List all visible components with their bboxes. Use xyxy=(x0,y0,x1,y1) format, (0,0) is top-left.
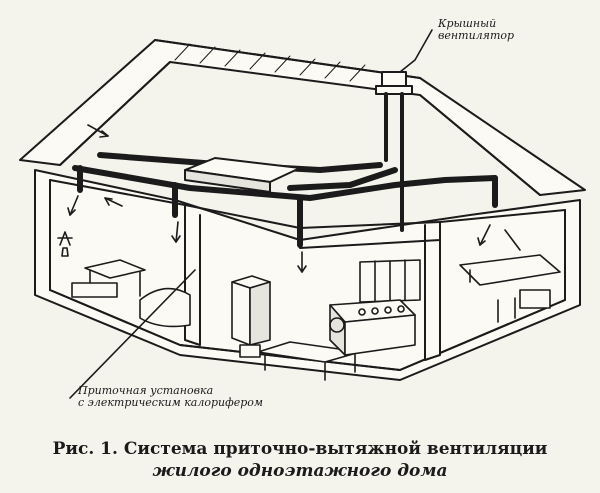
label-leaders xyxy=(69,29,433,399)
right-room-furniture xyxy=(459,254,561,323)
middle-room-furniture xyxy=(231,259,421,381)
airflow-arrows xyxy=(67,124,521,273)
roof xyxy=(19,39,586,196)
roof-fan-label-line-2: вентилятор xyxy=(438,29,515,42)
house-walls xyxy=(34,169,581,381)
house-ventilation-drawing xyxy=(19,29,586,399)
figure-caption-line-1: Рис. 1. Система приточно-вытяжной вентил… xyxy=(52,439,548,459)
supply-unit-label-line-2: с электрическим калорифером xyxy=(78,396,264,409)
figure-caption-line-2: жилого одноэтажного дома xyxy=(152,461,448,481)
left-room-furniture xyxy=(57,231,191,328)
roof-fan-label-line-1: Крышный xyxy=(438,17,497,30)
roof-fan xyxy=(375,71,413,232)
roof-fan-label: Крышный вентилятор xyxy=(438,18,530,42)
supply-unit xyxy=(184,157,301,193)
supply-unit-label-line-1: Приточная установка xyxy=(78,384,214,397)
supply-unit-label: Приточная установка с электрическим кало… xyxy=(78,385,278,409)
